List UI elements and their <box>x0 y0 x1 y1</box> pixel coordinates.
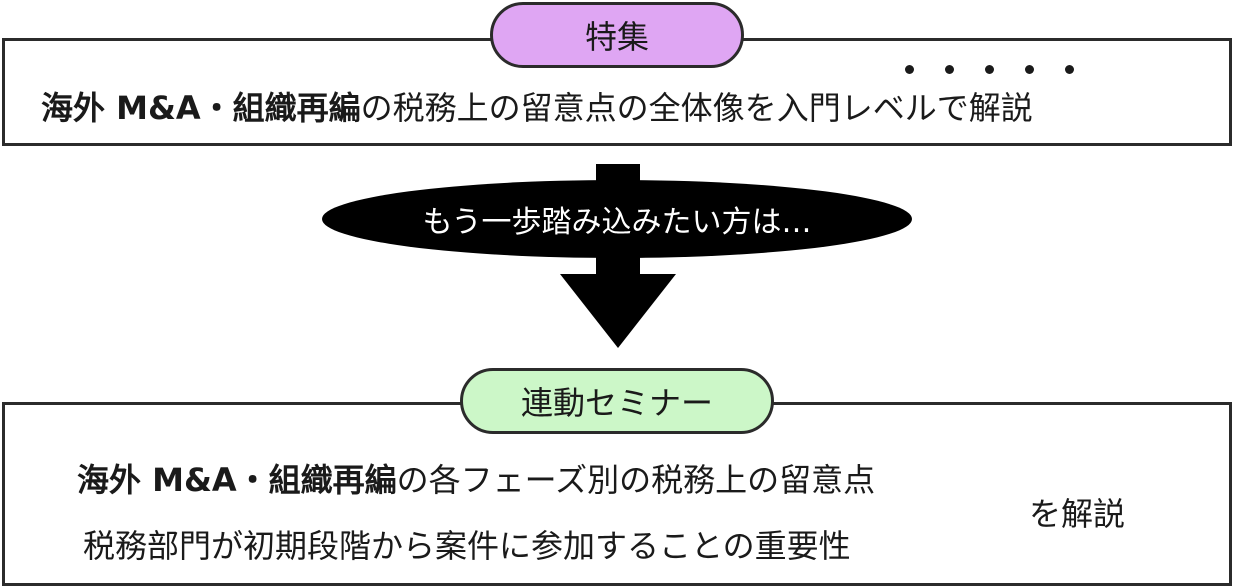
emphasis-dot <box>1025 65 1034 74</box>
connector-text: もう一歩踏み込みたい方は… <box>422 205 812 240</box>
top-label-text: 特集 <box>584 18 649 56</box>
top-label-pill: 特集 <box>490 2 744 68</box>
bottom-side-text: を解説 <box>1029 489 1125 535</box>
bottom-seminar-box: 海外 M&A・組織再編の各フェーズ別の税務上の留意点 税務部門が初期段階から案件… <box>2 402 1232 586</box>
emphasis-dot <box>905 65 914 74</box>
bottom-line-1: 海外 M&A・組織再編の各フェーズ別の税務上の留意点 <box>77 455 875 501</box>
top-description: 海外 M&A・組織再編の税務上の留意点の全体像を入門レベルで解説 <box>41 83 1033 129</box>
bottom-label-text: 連動セミナー <box>520 384 713 422</box>
top-normal-text: の税務上の留意点の全体像を <box>360 89 777 127</box>
emphasis-dot <box>945 65 954 74</box>
bottom-line2-text: 税務部門が初期段階から案件に参加することの重要性 <box>83 527 851 565</box>
arrow-head <box>560 274 676 348</box>
top-tail-text: で解説 <box>936 89 1033 127</box>
emphasis-dot <box>985 65 994 74</box>
top-bold-topic: 海外 M&A・組織再編 <box>41 89 361 127</box>
bottom-side-label: を解説 <box>1029 495 1126 533</box>
bottom-label-pill: 連動セミナー <box>460 368 774 434</box>
bottom-line1-text: の各フェーズ別の税務上の留意点 <box>396 461 876 499</box>
connector-ellipse: もう一歩踏み込みたい方は… <box>322 180 912 258</box>
emphasis-dot <box>1065 65 1074 74</box>
bottom-line-2: 税務部門が初期段階から案件に参加することの重要性 <box>83 521 851 567</box>
top-emphasis-text: 入門レベル <box>776 89 937 127</box>
bottom-bold-topic: 海外 M&A・組織再編 <box>77 461 397 499</box>
